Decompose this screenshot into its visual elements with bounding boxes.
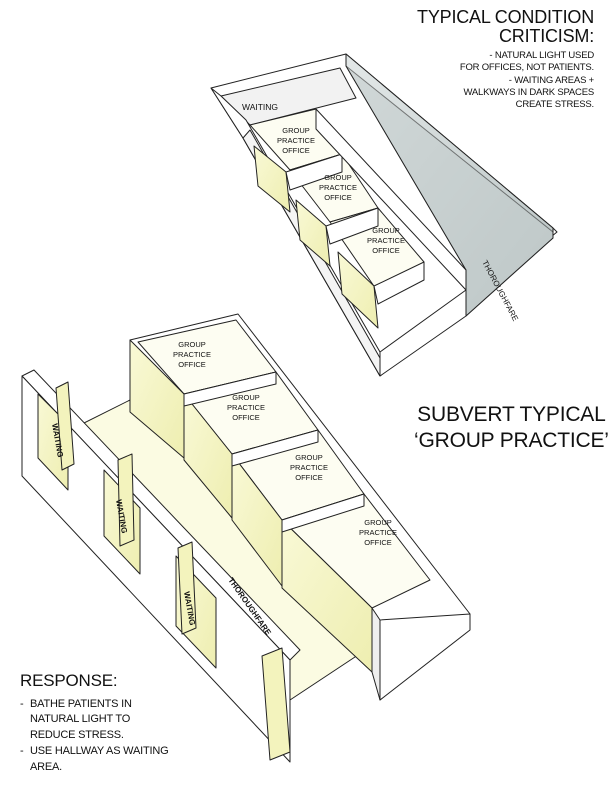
svg-text:OFFICE: OFFICE <box>324 193 352 202</box>
bottom-waiting-block-2 <box>117 453 135 547</box>
criticism-points: - NATURAL LIGHT USED FOR OFFICES, NOT PA… <box>460 50 594 112</box>
svg-text:OFFICE: OFFICE <box>295 473 323 482</box>
bottom-office-label-3: GROUP PRACTICE OFFICE <box>290 453 328 482</box>
top-partition-2 <box>325 207 379 245</box>
bottom-office-label-2: GROUP PRACTICE OFFICE <box>227 393 265 422</box>
criticism-point-line: WALKWAYS IN DARK SPACES <box>463 87 594 99</box>
svg-text:PRACTICE: PRACTICE <box>173 350 211 359</box>
top-office-label-3: GROUP PRACTICE OFFICE <box>367 226 405 255</box>
top-partition-1 <box>285 153 343 191</box>
bottom-waiting-block-3 <box>177 541 197 635</box>
bottom-partition-3 <box>281 493 365 533</box>
criticism-title-line-2: CRITICISM: <box>499 25 594 46</box>
bottom-left-wall <box>21 375 291 763</box>
svg-text:PRACTICE: PRACTICE <box>359 528 397 537</box>
svg-text:OFFICE: OFFICE <box>178 360 206 369</box>
svg-text:PRACTICE: PRACTICE <box>290 463 328 472</box>
svg-text:GROUP: GROUP <box>295 453 323 462</box>
svg-text:OFFICE: OFFICE <box>282 146 310 155</box>
subvert-line-2: ‘GROUP PRACTICE’ <box>414 429 609 453</box>
svg-text:GROUP: GROUP <box>232 393 260 402</box>
svg-text:OFFICE: OFFICE <box>364 538 392 547</box>
response-item: BATHE PATIENTS IN NATURAL LIGHT TO REDUC… <box>20 697 170 743</box>
criticism-heading: TYPICAL CONDITION CRITICISM: <box>417 8 594 46</box>
subvert-heading: SUBVERT TYPICAL ‘GROUP PRACTICE’ <box>414 402 609 455</box>
svg-text:PRACTICE: PRACTICE <box>367 236 405 245</box>
svg-text:OFFICE: OFFICE <box>372 246 400 255</box>
top-office-2-window <box>295 199 331 267</box>
bottom-partition-1 <box>183 371 277 407</box>
criticism-point-line: - WAITING AREAS + <box>508 74 594 86</box>
top-end-wall <box>379 289 467 377</box>
top-office-label-2: GROUP PRACTICE OFFICE <box>319 173 357 202</box>
top-diagram <box>210 53 558 377</box>
subvert-line-1: SUBVERT TYPICAL <box>417 403 606 426</box>
top-office-3-window <box>337 251 379 329</box>
response-heading: RESPONSE: <box>20 671 118 690</box>
svg-text:PRACTICE: PRACTICE <box>227 403 265 412</box>
svg-text:GROUP: GROUP <box>178 340 206 349</box>
top-office-label-1: GROUP PRACTICE OFFICE <box>277 126 315 155</box>
svg-text:PRACTICE: PRACTICE <box>319 183 357 192</box>
bottom-office-end-wall <box>379 613 471 701</box>
bottom-office-label-4: GROUP PRACTICE OFFICE <box>359 518 397 547</box>
top-partition-3 <box>373 261 425 305</box>
svg-text:OFFICE: OFFICE <box>232 413 260 422</box>
svg-text:GROUP: GROUP <box>282 126 310 135</box>
bottom-waiting-block-4 <box>261 647 291 761</box>
top-office-1-window <box>253 145 291 213</box>
svg-text:GROUP: GROUP <box>324 173 352 182</box>
criticism-point-line: - NATURAL LIGHT USED <box>489 50 594 61</box>
bottom-diagram <box>21 313 471 763</box>
criticism-point-line: FOR OFFICES, NOT PATIENTS. <box>459 62 594 74</box>
bottom-partition-2 <box>231 429 319 467</box>
svg-text:GROUP: GROUP <box>372 226 400 235</box>
criticism-point-line: CREATE STRESS. <box>515 99 595 111</box>
bottom-waiting-block-1 <box>55 381 75 471</box>
criticism-title-line-1: TYPICAL CONDITION <box>417 7 594 27</box>
response-item: USE HALLWAY AS WAITING AREA. <box>20 744 170 775</box>
bottom-office-front-wall <box>371 607 381 701</box>
svg-text:GROUP: GROUP <box>364 518 392 527</box>
top-thoroughfare-floor <box>345 65 554 317</box>
top-waiting-label: WAITING <box>242 102 278 112</box>
bottom-office-label-1: GROUP PRACTICE OFFICE <box>173 340 211 369</box>
response-list: BATHE PATIENTS IN NATURAL LIGHT TO REDUC… <box>20 697 170 776</box>
svg-text:PRACTICE: PRACTICE <box>277 136 315 145</box>
